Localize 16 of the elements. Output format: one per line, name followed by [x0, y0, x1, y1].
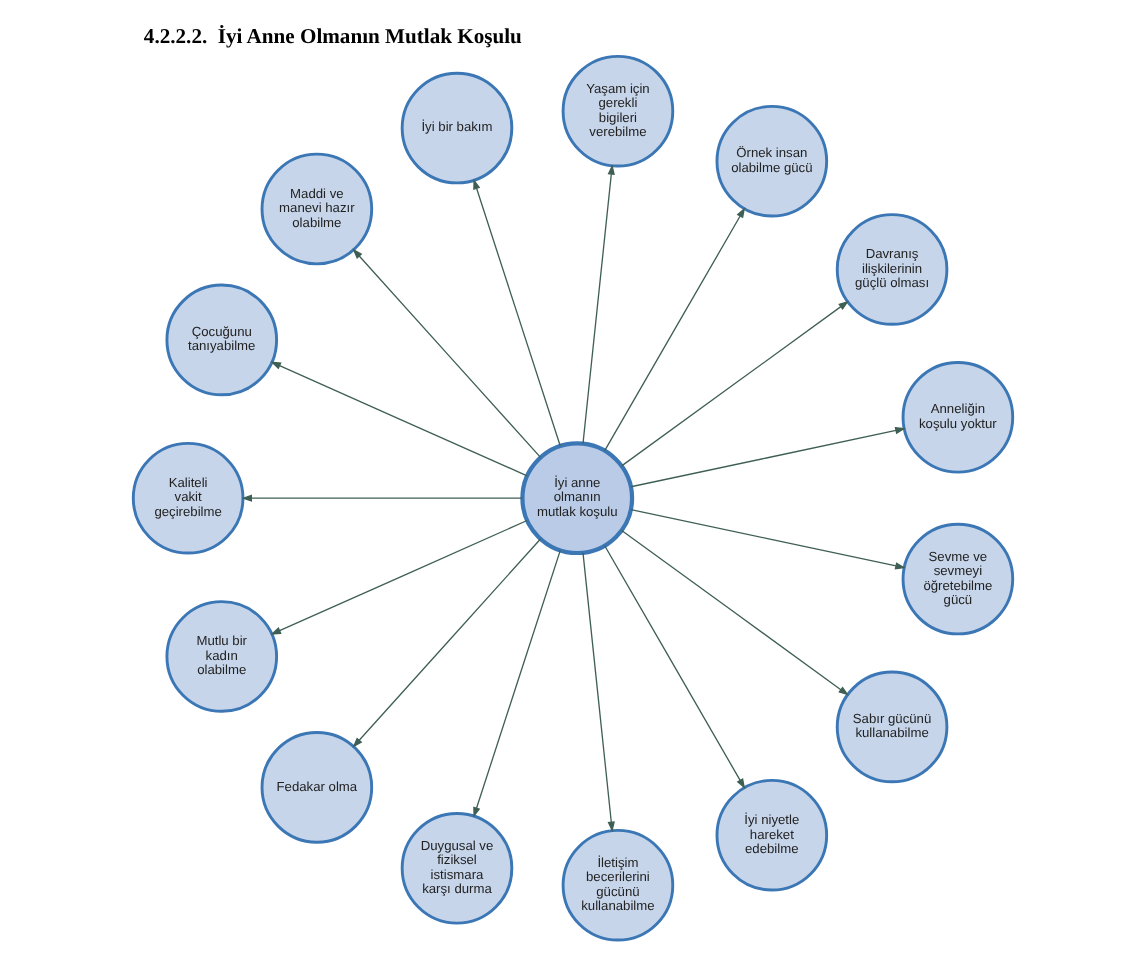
arrow — [621, 529, 849, 696]
arrow — [352, 248, 542, 459]
arrow — [473, 178, 561, 447]
arrow — [241, 494, 523, 502]
arrow — [270, 361, 528, 477]
arrow — [582, 552, 615, 833]
arrow — [630, 508, 906, 570]
arrow — [473, 549, 561, 818]
arrow — [604, 207, 746, 452]
diagram-title: 4.2.2.2. İyi Anne Olmanın Mutlak Koşulu — [143, 26, 522, 49]
arrow — [270, 519, 528, 635]
arrow — [582, 164, 615, 445]
arrow — [352, 538, 542, 748]
arrow — [604, 545, 746, 790]
arrow — [621, 300, 849, 467]
arrow — [630, 426, 906, 488]
